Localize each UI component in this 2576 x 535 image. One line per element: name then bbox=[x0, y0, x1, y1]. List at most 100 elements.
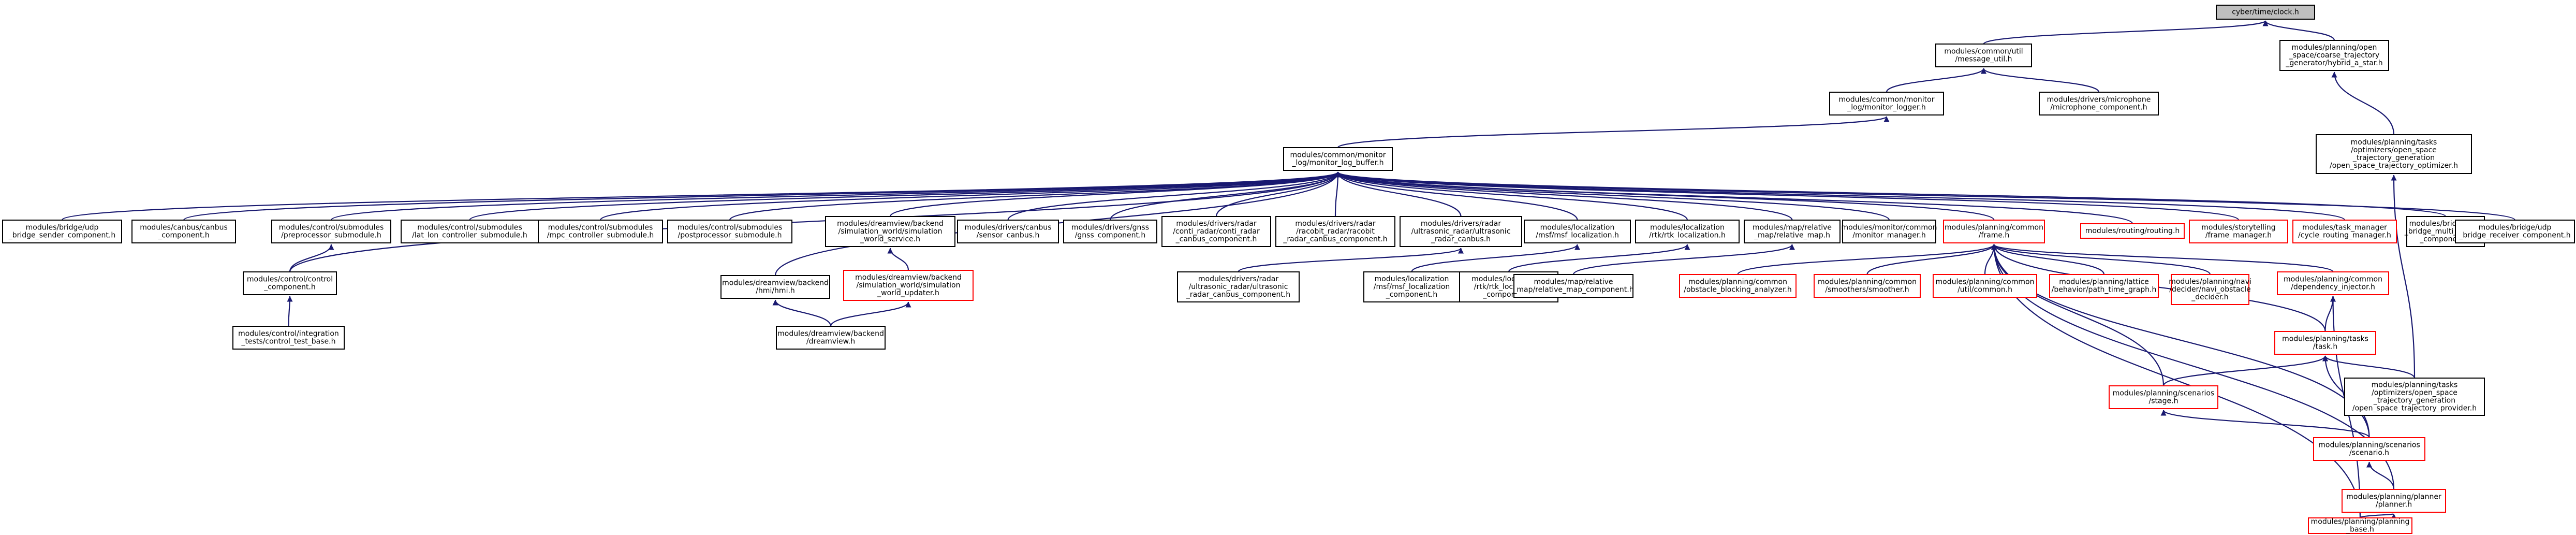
edge-obstacle-to-frame bbox=[1737, 243, 1997, 275]
node-msflocal[interactable]: modules/localization/msf/msf_localizatio… bbox=[1524, 220, 1631, 243]
node-box bbox=[401, 220, 539, 243]
node-monlogbuf[interactable]: modules/common/monitor_log/monitor_log_b… bbox=[1283, 147, 1393, 171]
node-box bbox=[2277, 271, 2389, 295]
edge-monlogbuf-to-monlogger bbox=[1337, 115, 1890, 149]
node-postproc[interactable]: modules/control/submodules/postprocessor… bbox=[667, 220, 792, 243]
node-msgutil[interactable]: modules/common/util/message_util.h bbox=[1935, 44, 2032, 67]
node-box bbox=[1400, 216, 1522, 247]
node-frame[interactable]: modules/planning/common/frame.h bbox=[1943, 220, 2045, 243]
node-simworldsvc[interactable]: modules/dreamview/backend/simulation_wor… bbox=[825, 216, 955, 247]
node-hmi[interactable]: modules/dreamview/backend/hmi/hmi.h bbox=[720, 275, 830, 299]
node-monlogger[interactable]: modules/common/monitor_log/monitor_logge… bbox=[1829, 92, 1944, 115]
node-label-line: modules/localization bbox=[1375, 275, 1449, 283]
node-monmgr[interactable]: modules/monitor/common/monitor_manager.h bbox=[1842, 220, 1937, 243]
node-label-line: /open_space_trajectory_provider.h bbox=[2352, 404, 2477, 413]
node-navi[interactable]: modules/planning/navi/decider/navi_obsta… bbox=[2169, 274, 2251, 305]
node-box bbox=[1635, 220, 1740, 243]
node-label-line: modules/drivers/radar bbox=[1421, 220, 1501, 228]
edge-hybrid-to-root bbox=[2262, 20, 2335, 41]
node-relmap[interactable]: modules/map/relative_map/relative_map.h bbox=[1744, 220, 1841, 243]
node-label-line: modules/control/control bbox=[247, 276, 333, 284]
edge-planner-to-scenario bbox=[2366, 461, 2395, 490]
node-controlcomp[interactable]: modules/control/control_component.h bbox=[243, 271, 337, 295]
edges-layer bbox=[61, 20, 2516, 519]
node-mpc[interactable]: modules/control/submodules/mpc_controlle… bbox=[538, 220, 663, 243]
node-relmapcomp[interactable]: modules/map/relative_map/relative_map_co… bbox=[1512, 274, 1634, 298]
node-label-line: /mpc_controller_submodule.h bbox=[547, 232, 654, 240]
node-label-line: _component.h bbox=[1386, 291, 1438, 299]
node-box bbox=[2189, 220, 2288, 243]
node-msfcomp[interactable]: modules/localization/msf/msf_localizatio… bbox=[1363, 271, 1460, 302]
node-label-line: modules/control/integration bbox=[238, 330, 339, 338]
edge-msfcomp-to-msflocal bbox=[1411, 244, 1580, 272]
edge-depinj-to-frame bbox=[1991, 243, 2334, 273]
node-bridgerecv[interactable]: modules/bridge/udp_bridge_receiver_compo… bbox=[2455, 220, 2575, 243]
node-box bbox=[243, 271, 337, 295]
node-preproc[interactable]: modules/control/submodules/preprocessor_… bbox=[271, 220, 391, 243]
node-label-line: modules/common/util bbox=[1944, 48, 2023, 56]
node-task[interactable]: modules/planning/tasks/task.h bbox=[2274, 331, 2376, 355]
node-label-line: _tests/control_test_base.h bbox=[241, 338, 335, 346]
node-gnss[interactable]: modules/drivers/gnss/gnss_component.h bbox=[1063, 220, 1157, 243]
node-story[interactable]: modules/storytelling/frame_manager.h bbox=[2189, 220, 2288, 243]
edge-bridgesender-to-monlogbuf bbox=[61, 171, 1341, 221]
edge-contiradar-to-monlogbuf bbox=[1215, 171, 1341, 217]
edge-task-to-frame bbox=[1991, 244, 2326, 332]
node-label-line: modules/planning/common bbox=[1688, 278, 1787, 286]
node-obstacle[interactable]: modules/planning/common/obstacle_blockin… bbox=[1679, 274, 1797, 298]
node-ultracomp[interactable]: modules/drivers/radar/ultrasonic_radar/u… bbox=[1177, 271, 1300, 302]
node-taskmgr[interactable]: modules/task_manager/cycle_routing_manag… bbox=[2292, 220, 2397, 243]
node-smoother[interactable]: modules/planning/common/smoothers/smooth… bbox=[1814, 274, 1921, 298]
node-contiradar[interactable]: modules/drivers/radar/conti_radar/conti_… bbox=[1161, 216, 1271, 247]
node-openspaceopt[interactable]: modules/planning/tasks/optimizers/open_s… bbox=[2316, 134, 2472, 174]
node-box bbox=[1935, 44, 2032, 67]
node-scenario[interactable]: modules/planning/scenarios/scenario.h bbox=[2313, 437, 2425, 461]
node-label-line: _world_service.h bbox=[860, 235, 920, 243]
node-rtklocal[interactable]: modules/localization/rtk/rtk_localizatio… bbox=[1635, 220, 1740, 243]
node-latlon[interactable]: modules/control/submodules/lat_lon_contr… bbox=[401, 220, 539, 243]
node-controltest[interactable]: modules/control/integration_tests/contro… bbox=[232, 326, 345, 350]
node-label-line: /msf/msf_localization bbox=[1374, 283, 1450, 291]
node-label-line: _map/relative_map_component.h bbox=[1512, 286, 1633, 294]
node-label-line: modules/bridge/udp bbox=[2479, 224, 2552, 232]
node-label-line: modules/planning/scenarios bbox=[2113, 389, 2215, 398]
node-box bbox=[1177, 271, 1300, 302]
edge-openspaceopt-to-hybrid bbox=[2331, 71, 2395, 135]
node-racobit[interactable]: modules/drivers/radar/racobit_radar/raco… bbox=[1275, 216, 1395, 247]
edge-navi-to-frame bbox=[1991, 244, 2211, 275]
edge-task-to-depinj bbox=[2324, 296, 2336, 332]
node-simworldupd[interactable]: modules/dreamview/backend/simulation_wor… bbox=[843, 270, 974, 301]
node-label-line: modules/planning/common bbox=[1936, 278, 2035, 286]
node-ultracanbus[interactable]: modules/drivers/radar/ultrasonic_radar/u… bbox=[1400, 216, 1522, 247]
node-sensorcanbus[interactable]: modules/drivers/canbus/sensor_canbus.h bbox=[957, 220, 1059, 243]
node-plannerbase[interactable]: modules/planning/planning_base.h bbox=[2308, 517, 2412, 534]
node-provider[interactable]: modules/planning/tasks/optimizers/open_s… bbox=[2344, 378, 2485, 416]
node-label-line: modules/drivers/radar bbox=[1176, 220, 1256, 228]
node-label-line: modules/planning/common bbox=[2284, 276, 2382, 284]
node-depinj[interactable]: modules/planning/common/dependency_injec… bbox=[2277, 271, 2389, 295]
edge-msflocal-to-monlogbuf bbox=[1335, 171, 1578, 221]
node-dreamview[interactable]: modules/dreamview/backend/dreamview.h bbox=[776, 326, 886, 350]
node-box bbox=[957, 220, 1059, 243]
node-routing[interactable]: modules/routing/routing.h bbox=[2080, 223, 2185, 239]
node-label-line: modules/planning/tasks bbox=[2372, 381, 2458, 389]
node-box bbox=[825, 216, 955, 247]
node-hybrid[interactable]: modules/planning/open_space/coarse_traje… bbox=[2279, 40, 2389, 71]
node-label-line: modules/dreamview/backend bbox=[777, 330, 884, 338]
node-lattice[interactable]: modules/planning/lattice/behavior/path_t… bbox=[2049, 274, 2159, 298]
node-label-line: /lat_lon_controller_submodule.h bbox=[412, 232, 527, 240]
node-label-line: modules/storytelling bbox=[2201, 224, 2275, 232]
node-bridgesender[interactable]: modules/bridge/udp_bridge_sender_compone… bbox=[2, 220, 122, 243]
node-microphone[interactable]: modules/drivers/microphone/microphone_co… bbox=[2039, 92, 2159, 115]
node-box bbox=[667, 220, 792, 243]
node-label-line: modules/common/monitor bbox=[1290, 151, 1386, 160]
node-label-line: modules/planning/tasks bbox=[2282, 335, 2368, 343]
node-canbus[interactable]: modules/canbus/canbus_component.h bbox=[131, 220, 236, 243]
node-stage[interactable]: modules/planning/scenarios/stage.h bbox=[2109, 385, 2218, 409]
edge-dreamview-to-hmi bbox=[772, 299, 832, 327]
node-utilcommon[interactable]: modules/planning/common/util/common.h bbox=[1933, 274, 2037, 298]
node-label-line: modules/drivers/canbus bbox=[965, 224, 1052, 232]
node-label-line: _radar_canbus_component.h bbox=[1186, 291, 1290, 299]
node-label-line: /ultrasonic_radar/ultrasonic bbox=[1411, 227, 1511, 236]
node-planner[interactable]: modules/planning/planner/planner.h bbox=[2342, 489, 2446, 513]
